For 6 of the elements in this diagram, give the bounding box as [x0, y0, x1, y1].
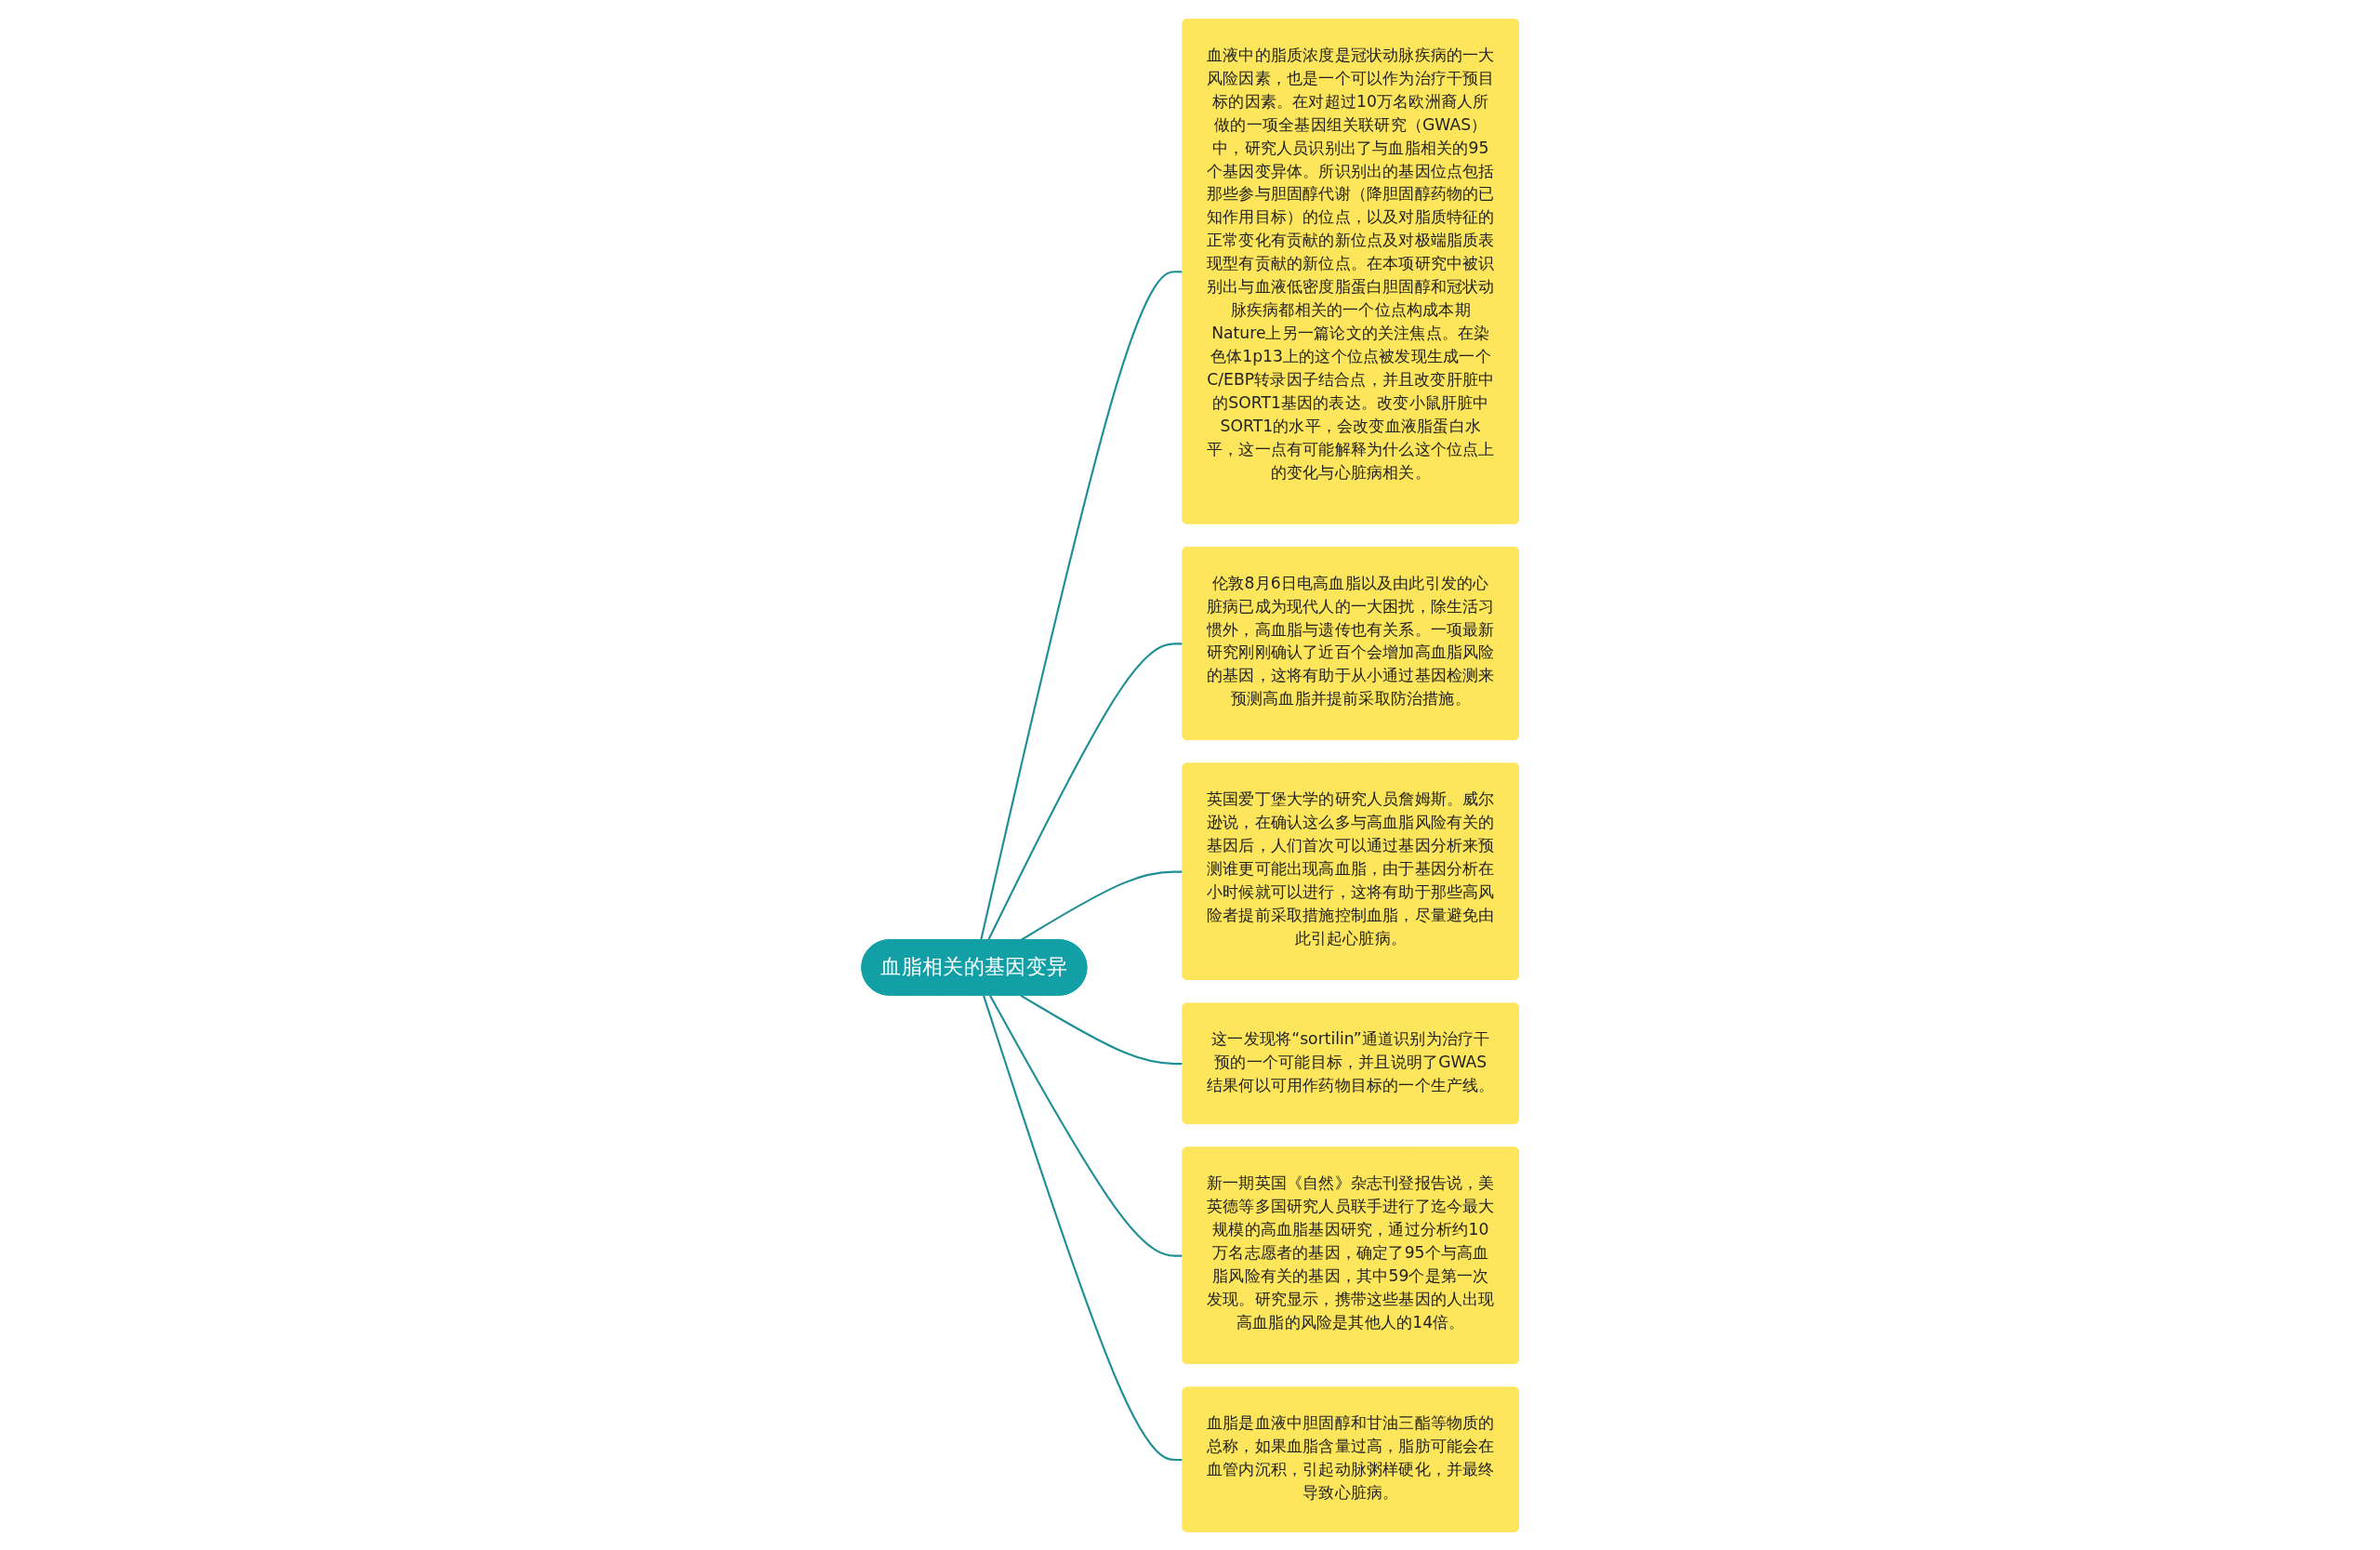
connector — [1020, 994, 1183, 1065]
connector — [1020, 870, 1183, 941]
connector — [979, 270, 1183, 940]
connector — [988, 994, 1183, 1257]
connector — [982, 994, 1183, 1461]
connector — [986, 642, 1183, 941]
